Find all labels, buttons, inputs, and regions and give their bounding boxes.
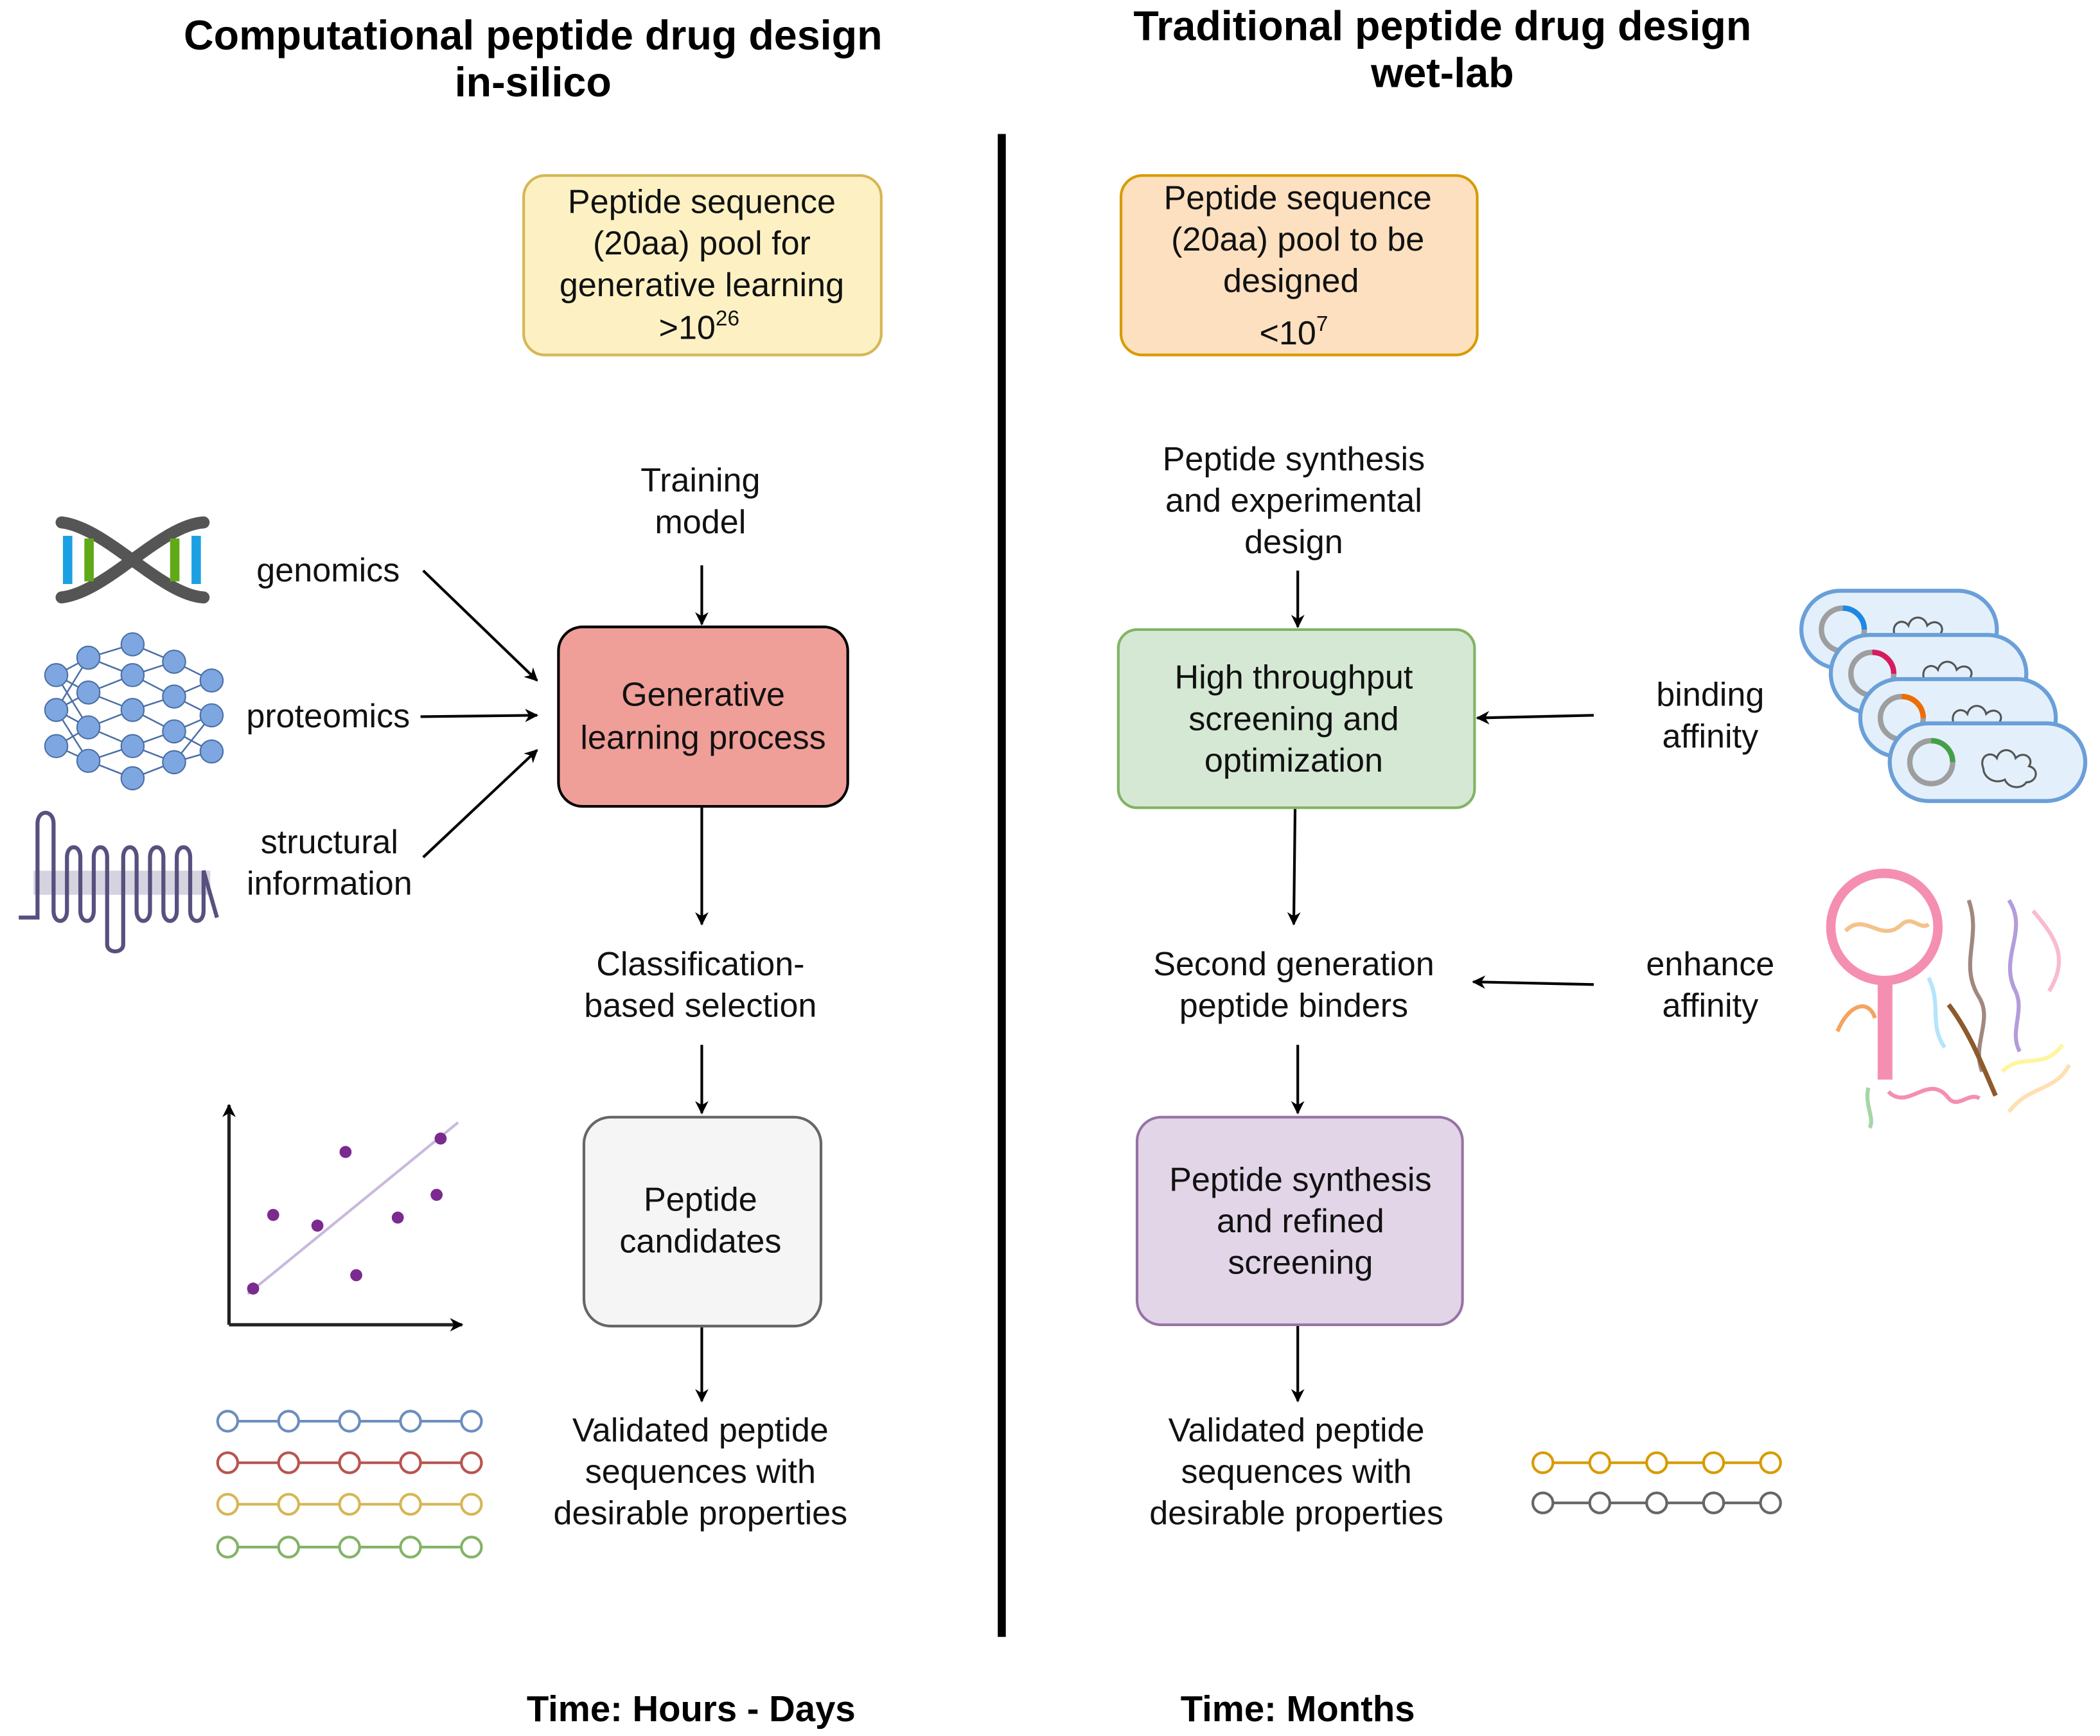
- screening-line-1: High throughput: [1175, 659, 1413, 696]
- enhance-label-1: enhance: [1646, 946, 1774, 983]
- synthesis-label-1: Peptide synthesis: [1163, 441, 1425, 478]
- right-time: Time: Months: [1181, 1688, 1415, 1729]
- left-validated-2: sequences with: [585, 1453, 816, 1491]
- refined-line-3: screening: [1228, 1244, 1373, 1282]
- second-gen-label-1: Second generation: [1153, 946, 1434, 983]
- dna-helix-icon: [55, 516, 210, 604]
- pool-count-base: >10: [659, 309, 716, 346]
- left-subtitle: in-silico: [455, 59, 612, 105]
- magnifier-peptides-icon: [1826, 869, 2071, 1129]
- pool-line-3: generative learning: [560, 267, 844, 304]
- structural-label-2: information: [247, 865, 412, 903]
- peptide-chains-right: [1531, 1451, 1782, 1514]
- genomics-label: genomics: [256, 552, 400, 589]
- arrow-genomics: [422, 569, 538, 682]
- training-label-1: Training: [640, 462, 760, 499]
- arrow-structural: [422, 749, 538, 858]
- arrow-proteomics: [420, 709, 539, 722]
- right-pool-box: Peptide sequence (20aa) pool to be desig…: [1119, 174, 1479, 357]
- pool-count-base: <10: [1259, 315, 1316, 352]
- left-time: Time: Hours - Days: [527, 1688, 856, 1729]
- second-gen-label-2: peptide binders: [1179, 987, 1408, 1024]
- refined-screening-box: Peptide synthesis and refined screening: [1135, 1115, 1464, 1327]
- classification-label-2: based selection: [584, 987, 816, 1024]
- synthesis-label-3: design: [1244, 524, 1343, 561]
- peptide-chain-orange: [1531, 1451, 1782, 1475]
- pool-count-exponent: 7: [1316, 312, 1328, 336]
- candidates-line-1: Peptide: [644, 1182, 757, 1219]
- candidates-line-2: candidates: [619, 1223, 781, 1260]
- screening-box: High throughput screening and optimizati…: [1116, 628, 1476, 810]
- right-subtitle: wet-lab: [1370, 50, 1514, 96]
- pool-line-1: Peptide sequence: [568, 184, 836, 221]
- generative-line-1: Generative: [621, 677, 785, 714]
- binding-label-1: binding: [1656, 677, 1764, 714]
- left-title: Computational peptide drug design: [184, 12, 883, 58]
- peptide-chain-blue: [216, 1410, 483, 1433]
- peptide-chain-green: [216, 1536, 483, 1559]
- peptide-chains-left: [216, 1410, 483, 1559]
- culture-dish-stack-icon: [1799, 589, 2088, 803]
- structural-label-1: structural: [261, 824, 398, 861]
- arrow-screening-to-second-gen: [1287, 809, 1301, 926]
- pool-line-1: Peptide sequence: [1164, 179, 1432, 217]
- peptide-chain-red: [216, 1451, 483, 1475]
- right-validated-2: sequences with: [1181, 1453, 1412, 1491]
- generative-learning-box: Generative learning process: [557, 625, 849, 808]
- proteomics-label: proteomics: [246, 698, 410, 735]
- pool-count-exponent: 26: [716, 307, 739, 331]
- generative-line-2: learning process: [580, 719, 825, 756]
- protein-network-icon: [44, 632, 224, 791]
- binding-label-2: affinity: [1662, 718, 1758, 755]
- peptide-chain-yellow: [216, 1492, 483, 1516]
- transmembrane-protein-icon: [19, 811, 219, 953]
- synthesis-label-2: and experimental: [1165, 482, 1422, 519]
- pool-count: <107: [1259, 312, 1328, 352]
- left-validated-3: desirable properties: [554, 1495, 848, 1532]
- arrow-binding-affinity: [1476, 711, 1594, 725]
- pool-line-2: (20aa) pool to be: [1171, 221, 1424, 258]
- screening-line-3: optimization: [1204, 742, 1383, 779]
- pool-line-2: (20aa) pool for: [593, 225, 811, 262]
- pool-line-3: designed: [1223, 263, 1359, 300]
- classification-label-1: Classification-: [596, 946, 804, 983]
- scatter-plot-icon: [222, 1103, 464, 1332]
- arrow-enhance-affinity: [1472, 975, 1594, 989]
- refined-line-2: and refined: [1217, 1203, 1384, 1240]
- right-title: Traditional peptide drug design: [1133, 3, 1751, 49]
- training-label-2: model: [655, 504, 746, 541]
- left-validated-1: Validated peptide: [572, 1412, 829, 1449]
- peptide-candidates-box: Peptide candidates: [582, 1115, 823, 1328]
- peptide-chain-gray: [1531, 1491, 1782, 1514]
- refined-line-1: Peptide synthesis: [1169, 1161, 1431, 1198]
- right-validated-1: Validated peptide: [1169, 1412, 1425, 1449]
- pool-count: >1026: [659, 307, 740, 347]
- screening-line-2: screening and: [1188, 700, 1399, 738]
- enhance-label-2: affinity: [1662, 987, 1758, 1024]
- right-validated-3: desirable properties: [1149, 1495, 1443, 1532]
- left-pool-box: Peptide sequence (20aa) pool for generat…: [522, 174, 883, 357]
